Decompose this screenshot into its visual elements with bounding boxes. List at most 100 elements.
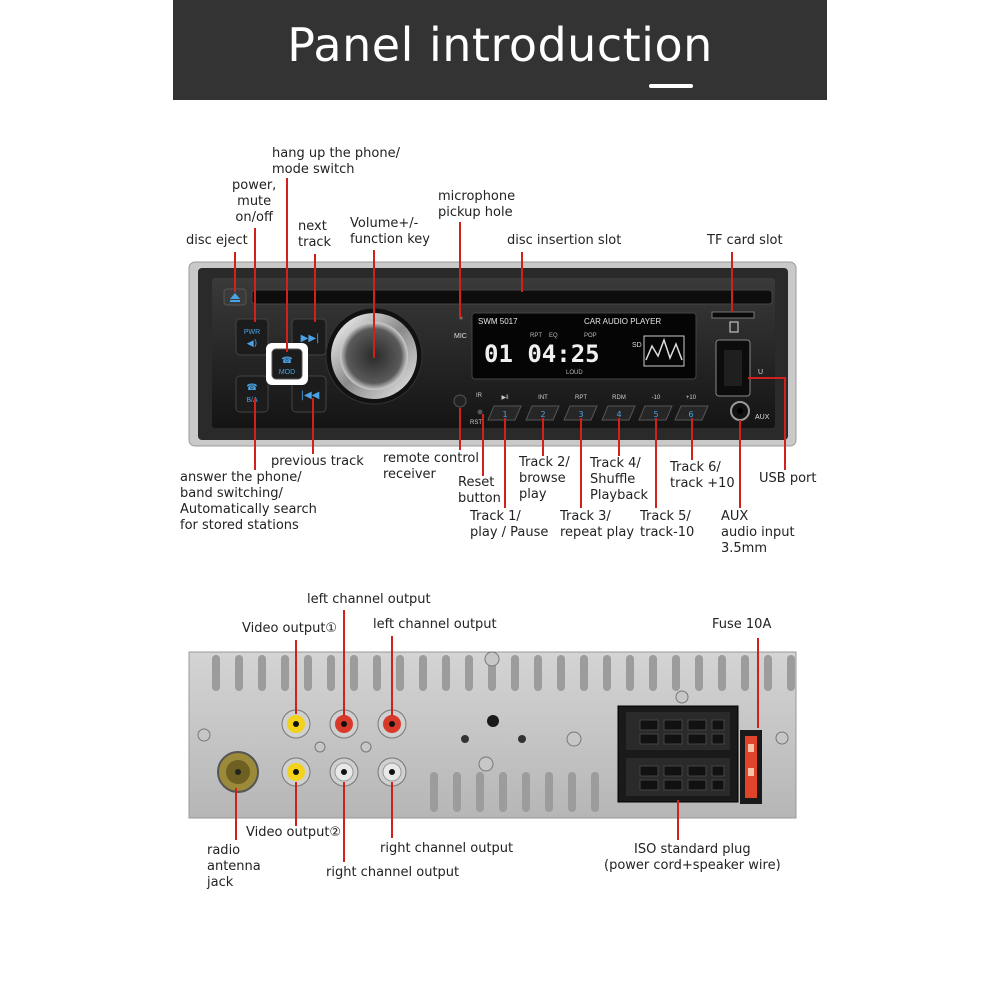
reset-hole[interactable] xyxy=(477,409,483,415)
label-hang-up: hang up the phone/ mode switch xyxy=(272,146,400,177)
heat-fin xyxy=(718,655,726,691)
spectrum-box xyxy=(643,335,685,367)
mic-mark: MIC xyxy=(454,333,467,340)
heat-fin xyxy=(350,655,358,691)
heat-fin xyxy=(212,655,220,691)
label-right-channel-1: right channel output xyxy=(380,841,514,856)
label-right-channel-2: right channel output xyxy=(326,865,460,880)
label-track2: Track 2/ browse play xyxy=(519,455,570,502)
heat-fin xyxy=(695,655,703,691)
label-mic-hole: microphone pickup hole xyxy=(438,189,516,220)
heat-fin xyxy=(557,655,565,691)
label-left-channel-top: left channel output xyxy=(307,592,431,607)
heat-fin xyxy=(603,655,611,691)
ba-label: B/A xyxy=(246,397,258,404)
btn-num-4: 4 xyxy=(616,410,621,419)
heat-fin xyxy=(534,655,542,691)
model-text: SWM 5017 xyxy=(478,317,518,326)
btn-label-2: INT xyxy=(538,395,548,401)
preset-button-4[interactable]: 4 xyxy=(601,405,636,421)
label-track6: Track 6/ track +10 xyxy=(670,460,735,491)
heat-fin xyxy=(672,655,680,691)
screw-icon xyxy=(675,690,689,704)
pop-indicator: POP xyxy=(584,333,597,339)
hangup-icon: ☎ xyxy=(281,356,292,366)
brand-text: CAR AUDIO PLAYER xyxy=(584,317,661,326)
label-fuse: Fuse 10A xyxy=(712,617,772,632)
left-channel-output-jack-1[interactable] xyxy=(329,709,359,739)
aux-mark: AUX xyxy=(755,414,770,421)
preset-button-6[interactable]: 6 xyxy=(674,405,709,421)
screw-icon xyxy=(360,741,372,753)
screw-icon xyxy=(478,756,494,772)
screw-icon xyxy=(197,728,211,742)
preset-button-2[interactable]: 2 xyxy=(525,405,560,421)
preset-button-row: ▶‖ INT RPT RDM -10 +10 1 2 3 4 xyxy=(487,395,709,421)
label-reset: Reset button xyxy=(458,475,501,506)
heat-fin xyxy=(522,772,530,812)
usb-port[interactable] xyxy=(715,339,751,397)
mount-hole xyxy=(518,735,526,743)
heat-fin xyxy=(649,655,657,691)
left-channel-output-jack-2[interactable] xyxy=(377,709,407,739)
btn-label-1: ▶‖ xyxy=(501,395,508,401)
preset-button-3[interactable]: 3 xyxy=(563,405,598,421)
label-disc-eject: disc eject xyxy=(186,233,248,248)
heat-fin xyxy=(499,772,507,812)
screw-icon xyxy=(314,741,326,753)
title-banner: Panel introduction xyxy=(173,0,827,100)
pwr-label: PWR xyxy=(244,329,260,336)
screw-icon xyxy=(484,651,500,667)
preset-button-5[interactable]: 5 xyxy=(638,405,673,421)
mount-hole xyxy=(461,735,469,743)
disc-slot xyxy=(251,289,773,305)
video-output-1-jack[interactable] xyxy=(281,709,311,739)
label-antenna: radio antenna jack xyxy=(207,843,261,890)
heat-fin xyxy=(373,655,381,691)
label-remote: remote control receiver xyxy=(383,451,479,482)
btn-num-6: 6 xyxy=(688,410,693,419)
mount-hole xyxy=(487,715,499,727)
heat-fin xyxy=(580,655,588,691)
fuse-10a[interactable] xyxy=(740,730,762,804)
video-output-2-jack[interactable] xyxy=(281,757,311,787)
band-button[interactable]: ☎ B/A xyxy=(235,375,269,413)
preset-button-1[interactable]: 1 xyxy=(487,405,522,421)
rear-fins xyxy=(212,655,795,812)
label-volume: Volume+/- function key xyxy=(350,216,430,247)
heat-fin xyxy=(430,772,438,812)
rear-panel xyxy=(188,651,797,819)
btn-num-3: 3 xyxy=(578,410,583,419)
sd-indicator: SD xyxy=(632,342,642,349)
mod-label: MOD xyxy=(279,369,295,376)
rear-leader-lines xyxy=(235,610,759,862)
btn-num-5: 5 xyxy=(653,410,658,419)
phone-icon: ☎ xyxy=(246,383,257,393)
heat-fin xyxy=(626,655,634,691)
page-title: Panel introduction xyxy=(287,18,713,72)
right-channel-output-jack-1[interactable] xyxy=(329,757,359,787)
btn-label-4: RDM xyxy=(612,395,626,401)
heat-fin xyxy=(258,655,266,691)
label-disc-slot: disc insertion slot xyxy=(507,233,622,248)
lcd-display: SWM 5017 CAR AUDIO PLAYER RPT EQ POP 01 … xyxy=(471,312,697,380)
mode-button[interactable]: ☎ MOD xyxy=(266,343,308,385)
right-channel-output-jack-2[interactable] xyxy=(377,757,407,787)
aux-jack[interactable] xyxy=(730,401,750,421)
antenna-jack[interactable] xyxy=(217,751,259,793)
label-tf-slot: TF card slot xyxy=(707,233,783,248)
label-answer: answer the phone/ band switching/ Automa… xyxy=(180,470,317,533)
screw-icon xyxy=(775,731,789,745)
heat-fin xyxy=(327,655,335,691)
label-video-output-1: Video output① xyxy=(242,621,338,636)
heat-fin xyxy=(419,655,427,691)
iso-connector[interactable] xyxy=(617,705,739,803)
heat-fin xyxy=(568,772,576,812)
power-button[interactable]: PWR ◀) xyxy=(235,318,269,356)
next-icon: ▶▶| xyxy=(301,333,320,344)
usb-mark: U xyxy=(758,369,763,376)
label-track4: Track 4/ Shuffle Playback xyxy=(590,456,649,503)
btn-num-1: 1 xyxy=(502,410,507,419)
btn-label-3: RPT xyxy=(575,395,587,401)
